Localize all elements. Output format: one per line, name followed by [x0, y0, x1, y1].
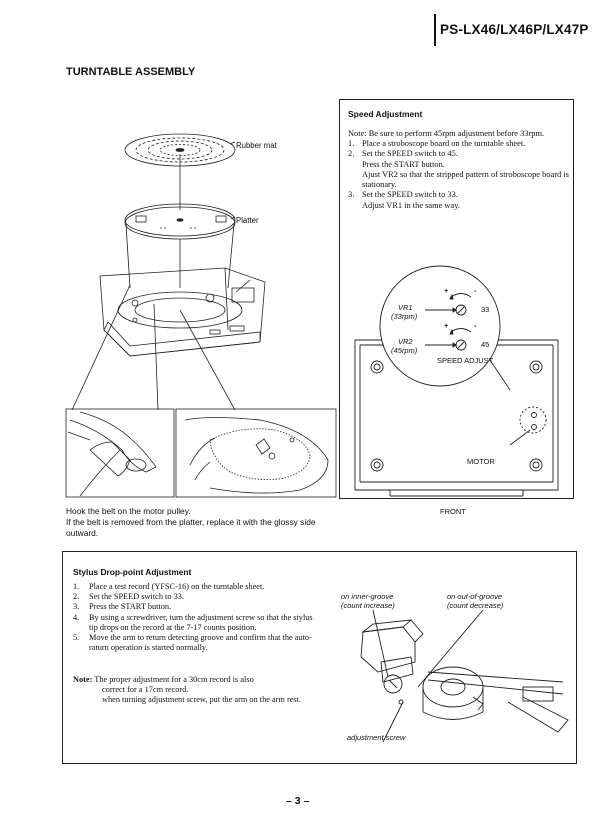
- vr1-plus: +: [444, 286, 449, 295]
- vr2-rpm-label: (45rpm): [391, 346, 418, 355]
- inner-groove-count-label: (count increase): [341, 601, 395, 610]
- speed-adjustment-title: Speed Adjustment: [348, 109, 423, 119]
- stylus-adjustment-panel: Stylus Drop-point Adjustment 1.Place a t…: [62, 551, 577, 764]
- belt-caption: Hook the belt on the motor pulley. If th…: [66, 506, 346, 539]
- stylus-step: 2.Set the SPEED switch to 33.: [73, 592, 184, 602]
- platter-drawing: [124, 203, 236, 240]
- platter-belt-detail: [184, 417, 329, 494]
- page-number: – 3 –: [286, 795, 310, 807]
- tonearm-figure: [360, 609, 569, 743]
- turntable-exploded-figure: [65, 133, 337, 498]
- speed-adjustment-panel: Speed Adjustment Note: Be sure to perfor…: [339, 99, 574, 499]
- speed-step: 1.Place a stroboscope board on the turnt…: [348, 139, 526, 148]
- front-label: FRONT: [440, 507, 466, 516]
- motor-label: MOTOR: [467, 457, 495, 466]
- belt-caption-line2: If the belt is removed from the platter,…: [66, 517, 316, 538]
- vr1-rpm-label: (33rpm): [391, 312, 418, 321]
- stylus-step: 3.Press the START button.: [73, 602, 172, 612]
- vr1-value: 33: [481, 305, 490, 314]
- vr2-plus: +: [444, 321, 449, 330]
- stylus-adjustment-note: Note: The proper adjustment for a 30cm r…: [73, 675, 301, 705]
- belt-caption-line1: Hook the belt on the motor pulley.: [66, 506, 191, 516]
- adjustment-screw-label: adjustment screw: [347, 733, 406, 742]
- header-divider: [434, 14, 436, 46]
- vr2-label: VR2: [398, 337, 413, 346]
- rubber-mat-label: Rubber mat: [236, 141, 277, 150]
- arm-base-drawing: [422, 666, 569, 733]
- turntable-base-drawing: [99, 267, 266, 357]
- stylus-step: 4.By using a screwdriver, turn the adjus…: [73, 612, 313, 632]
- speed-adjustment-note: Note: Be sure to perform 45rpm adjustmen…: [348, 129, 545, 138]
- outer-groove-count-label: (count decrease): [447, 601, 504, 610]
- model-header: PS-LX46/LX46P/LX47P: [440, 22, 589, 37]
- speed-adjust-label: SPEED ADJUST: [437, 356, 494, 365]
- speed-adjust-figure: [354, 265, 559, 497]
- outer-groove-label: on out-of-groove: [447, 592, 503, 601]
- vr2-value: 45: [481, 340, 490, 349]
- inner-groove-label: on inner-groove: [341, 592, 394, 601]
- stylus-step: 5.Move the arm to return detecting groov…: [73, 633, 312, 653]
- speed-step: 3.Set the SPEED switch to 33.Adjust VR1 …: [348, 190, 460, 210]
- speed-step: 2.Set the SPEED switch to 45.Press the S…: [348, 149, 569, 190]
- cartridge-drawing: [360, 619, 424, 694]
- vr2-minus: -: [474, 321, 477, 330]
- platter-label: Platter: [236, 216, 259, 225]
- vr1-label: VR1: [398, 303, 413, 312]
- stylus-adjustment-title: Stylus Drop-point Adjustment: [73, 567, 192, 577]
- stylus-step: 1.Place a test record (YFSC-16) on the t…: [73, 582, 265, 591]
- speed-adjustment-steps: 1.Place a stroboscope board on the turnt…: [348, 139, 570, 211]
- vr1-minus: -: [474, 286, 477, 295]
- stylus-adjustment-steps: 1.Place a test record (YFSC-16) on the t…: [73, 582, 313, 653]
- motor-pulley-detail: [67, 411, 157, 497]
- section-title: TURNTABLE ASSEMBLY: [66, 66, 196, 78]
